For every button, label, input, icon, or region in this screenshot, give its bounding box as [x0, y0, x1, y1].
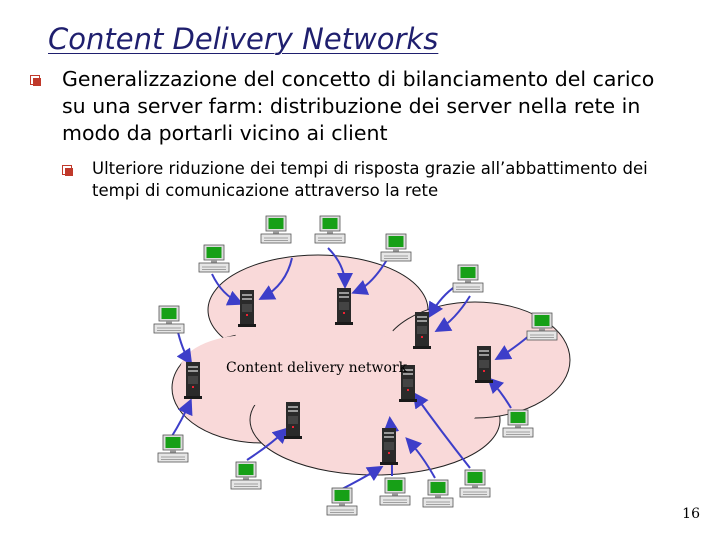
client-computer-icon [422, 479, 454, 508]
server-icon [413, 312, 431, 349]
cdn-label: Content delivery network [226, 360, 408, 376]
bullet-marker-icon [30, 75, 41, 86]
bullet-main-text: Generalizzazione del concetto di bilanci… [62, 67, 655, 145]
server-icon [284, 402, 302, 439]
client-computer-icon [153, 305, 185, 334]
client-computer-icon [260, 215, 292, 244]
slide-title: Content Delivery Networks [48, 22, 439, 56]
server-icon [335, 288, 353, 325]
page-number: 16 [682, 506, 700, 522]
client-computer-icon [380, 233, 412, 262]
server-icon [380, 428, 398, 465]
client-computer-icon [459, 469, 491, 498]
client-computer-icon [314, 215, 346, 244]
client-computer-icon [198, 244, 230, 273]
server-icon [475, 346, 493, 383]
server-icon [238, 290, 256, 327]
bullet-sub-text: Ulteriore riduzione dei tempi di rispost… [92, 159, 648, 200]
server-icon [184, 362, 202, 399]
client-computer-icon [452, 264, 484, 293]
client-computer-icon [379, 477, 411, 506]
client-computer-icon [326, 487, 358, 516]
client-computer-icon [157, 434, 189, 463]
bullet-marker-icon [62, 165, 73, 176]
client-computer-icon [230, 461, 262, 490]
